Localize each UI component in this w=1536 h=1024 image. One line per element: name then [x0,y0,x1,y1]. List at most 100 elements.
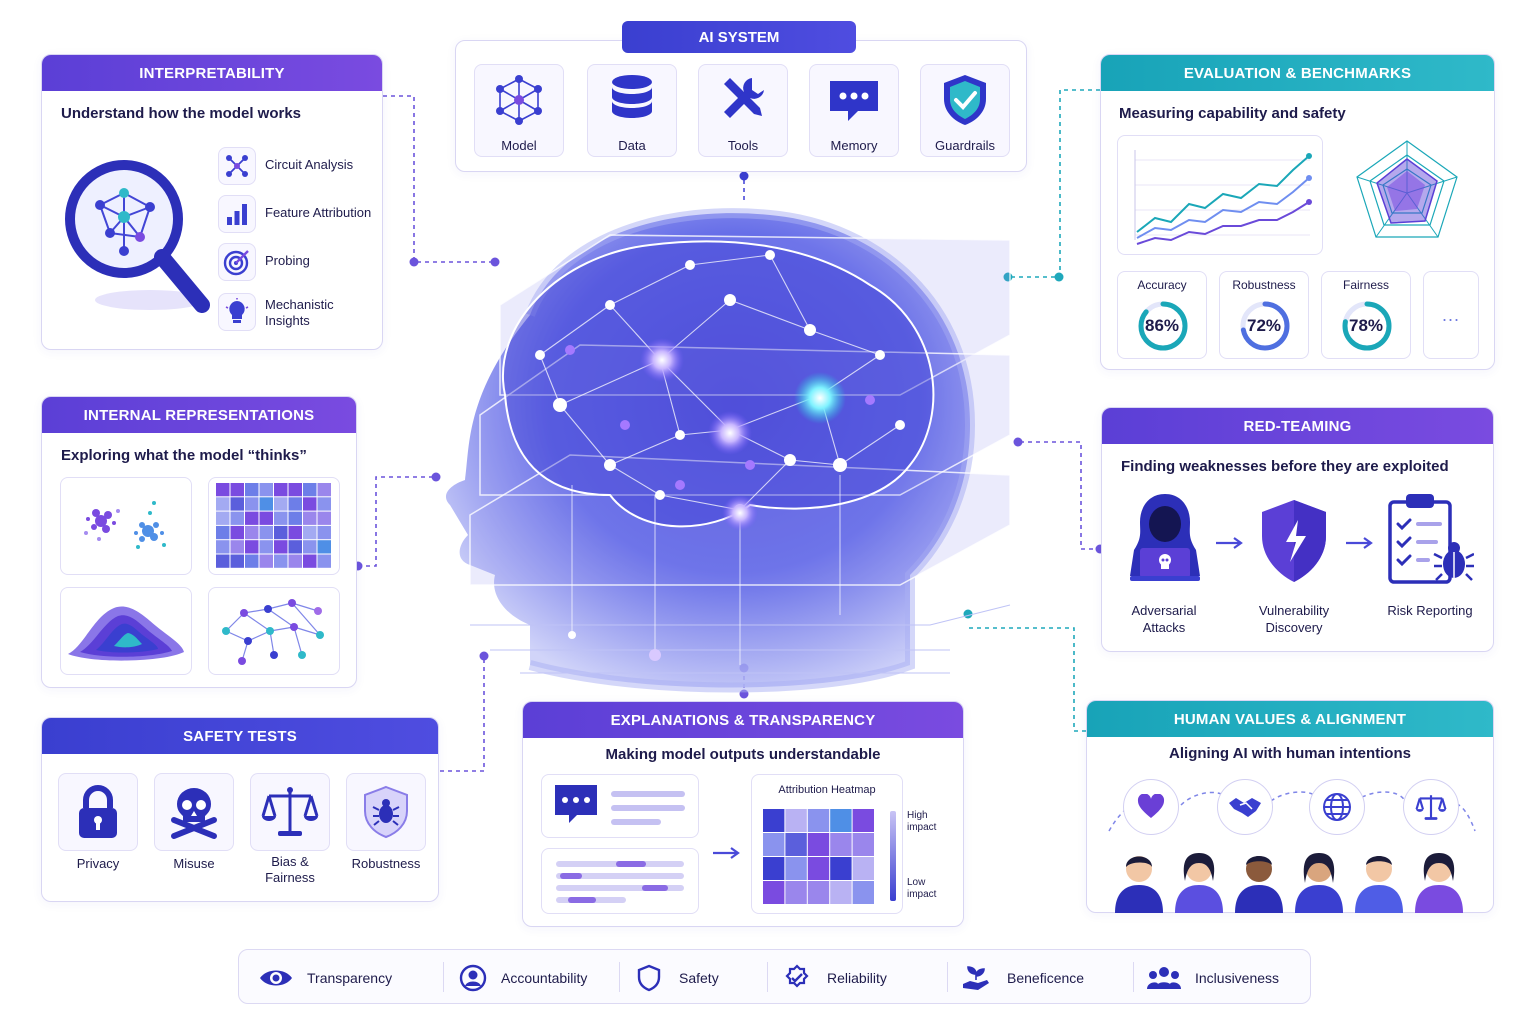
red-teaming-subtitle: Finding weaknesses before they are explo… [1121,458,1449,475]
heatmap-cell [785,809,807,832]
principle-divider [947,962,948,992]
metric-value: 72% [1246,316,1282,335]
heatmap-cell [785,833,807,856]
values-arc-connector [1108,791,1476,832]
circuit-analysis-icon-box [218,147,256,185]
people-group-illustration [1115,853,1463,913]
ai-system-label: Model [501,138,537,153]
heatmap-cell [317,483,331,497]
magnifier-network-icon [65,160,210,313]
principle-beneficence[interactable]: Beneficence [961,950,1084,1005]
shield-bolt-icon [1262,500,1326,582]
evaluation-subtitle: Measuring capability and safety [1119,105,1346,122]
principle-reliability[interactable]: Reliability [783,950,887,1005]
metric-value: 78% [1348,316,1384,335]
scales-icon [261,787,319,836]
principle-divider [443,962,444,992]
internal-representations-title: INTERNAL REPRESENTATIONS [42,397,356,433]
heatmap-cell [259,525,273,540]
principle-label: Transparency [307,969,393,986]
internal-representations-panel: INTERNAL REPRESENTATIONS Exploring what … [41,396,357,688]
safety-test-bias-fairness[interactable] [250,773,330,851]
heatmap-cell [763,857,785,880]
ai-system-item-tools[interactable]: Tools [698,64,788,157]
ai-system-label: Guardrails [935,138,995,153]
safety-test-label: Robustness [351,856,421,871]
ai-system-item-data[interactable]: Data [587,64,677,157]
red-team-step-label: Adversarial Attacks [1131,603,1197,635]
safety-tests-title: SAFETY TESTS [42,718,438,754]
gauge-ring [1240,301,1290,351]
ai-system-item-memory[interactable]: Memory [809,64,899,157]
principle-transparency[interactable]: Transparency [259,950,392,1005]
heatmap-cell [785,881,807,904]
heatmap-cell [317,497,331,511]
heatmap-cell [830,833,852,856]
more-ellipsis: ... [1441,304,1460,325]
hacker-icon [1130,494,1200,581]
explanations-subtitle: Making model outputs understandable [605,746,881,763]
heatmap-cell [852,833,874,856]
heatmap-cell [303,554,317,568]
safety-test-robustness[interactable] [346,773,426,851]
bar-chart-icon [227,204,247,225]
heatmap-scale-bar [890,811,896,901]
cluster-plot [60,477,192,575]
heatmap-cell [288,525,302,540]
heatmap-cell [807,857,830,880]
metric-fairness: Fairness 78% [1321,271,1411,359]
heatmap-cell [245,511,259,525]
target-icon [223,250,249,276]
interp-item-label: Probing [265,253,310,268]
chat-bubble-icon [830,81,878,121]
bug-shield-icon [364,785,408,839]
safety-test-misuse[interactable] [154,773,234,851]
evaluation-panel: EVALUATION & BENCHMARKS Measuring capabi… [1100,54,1495,370]
ai-system-label: Data [618,138,646,153]
attribution-heatmap-grid [763,809,874,904]
metric-label: Robustness [1232,278,1296,292]
graph-network-icon [222,599,324,665]
gauge-ring [1138,301,1188,351]
metric-value: 86% [1144,316,1180,335]
principle-inclusiveness[interactable]: Inclusiveness [1147,950,1279,1005]
red-teaming-panel: RED-TEAMING Finding weaknesses before th… [1101,407,1494,652]
metric-more[interactable]: ... [1423,271,1479,359]
heatmap-cell [216,554,230,568]
skull-icon [171,788,217,839]
principle-divider [1133,962,1134,992]
heatmap-cell [230,540,244,554]
interpretability-subtitle: Understand how the model works [61,105,302,122]
shield-icon [637,964,661,991]
heatmap-cell [317,554,331,568]
ai-system-item-model[interactable]: Model [474,64,564,157]
scales-icon [1415,795,1447,820]
heatmap-cell [274,511,288,525]
heatmap-cell [288,554,302,568]
ai-system-item-guardrails[interactable]: Guardrails [920,64,1010,157]
heatmap-cell [288,497,302,511]
heatmap-cell [245,554,259,568]
graph-plot [208,587,340,675]
ai-system-title: AI SYSTEM [622,21,856,53]
heatmap-cell [807,881,830,904]
heatmap-cell [259,554,273,568]
people-icon [1147,966,1181,989]
safety-test-privacy[interactable] [58,773,138,851]
network-icon [496,75,542,125]
highlighted-text-icon [556,861,684,903]
gauge-fill [1342,301,1392,351]
safety-tests-panel: SAFETY TESTS Privacy Misuse Bias & Fairn… [41,717,439,902]
heatmap-cell [807,833,830,856]
principle-safety[interactable]: Safety [637,950,719,1005]
human-values-panel: HUMAN VALUES & ALIGNMENT Aligning AI wit… [1086,700,1494,913]
heatmap-cell [245,497,259,511]
heatmap-cell [763,881,785,904]
benchmark-line-chart [1117,135,1323,255]
metric-robustness: Robustness 72% [1219,271,1309,359]
heatmap-cell [303,525,317,540]
heatmap-cell [274,525,288,540]
gauge-fill [1138,301,1188,351]
principle-accountability[interactable]: Accountability [459,950,587,1005]
value-circle-scales [1403,779,1459,835]
